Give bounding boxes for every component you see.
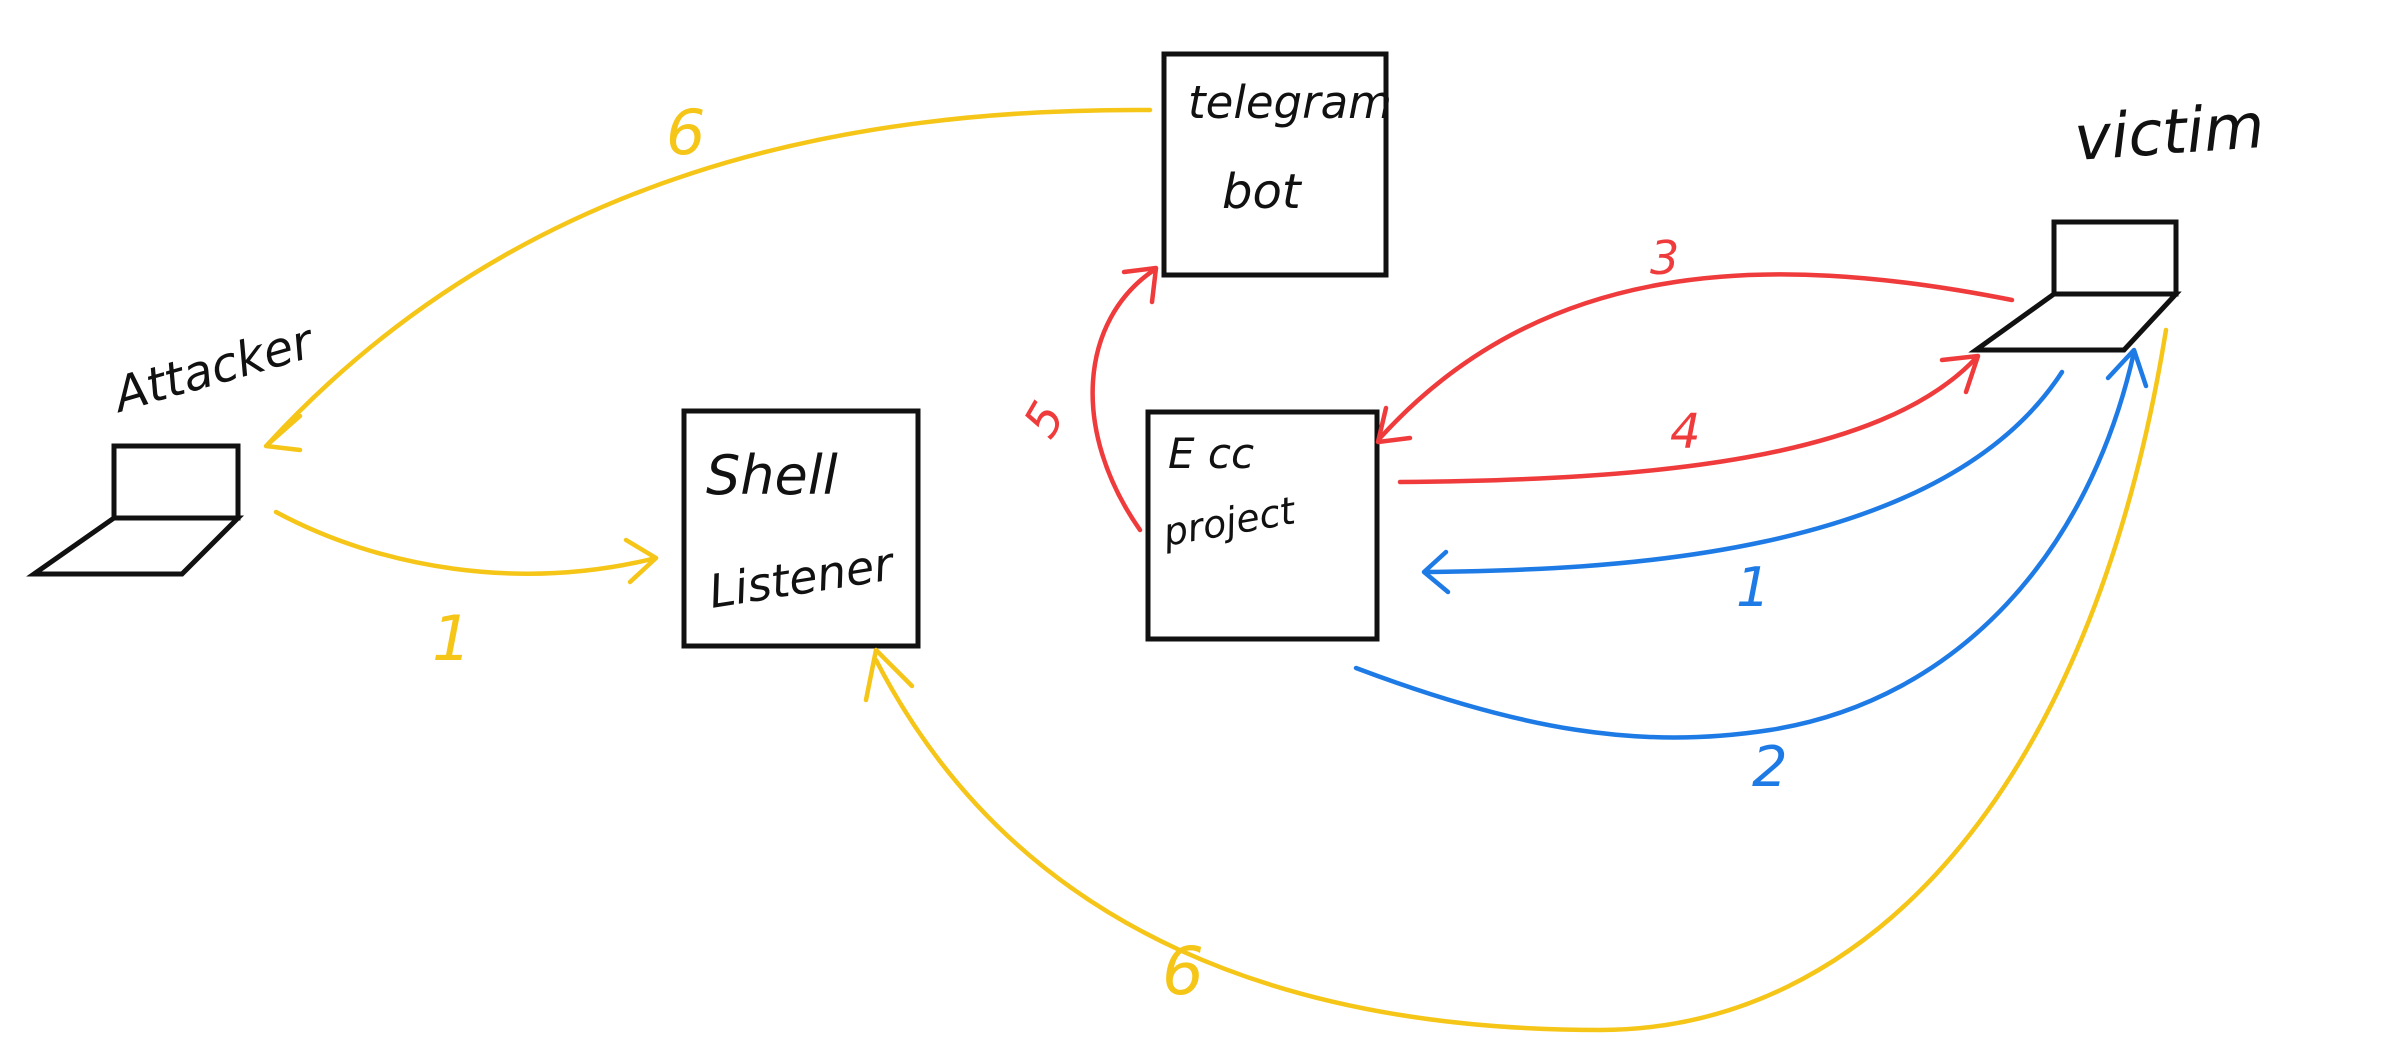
ecc-project-box <box>1145 409 1380 642</box>
edge-ecc-project-to-telegram-bot: 5 <box>1013 265 1159 533</box>
telegram-bot-node: telegram bot <box>1161 51 1392 278</box>
edge-arrow-line <box>873 327 2169 1033</box>
edge-arrow-line <box>1377 272 2015 441</box>
victim-label: victim <box>2072 89 2267 175</box>
edge-step-label: 2 <box>1752 735 1788 800</box>
edge-step-label: 6 <box>1162 933 1204 1010</box>
ecc-project-label-line1: E cc <box>1168 429 1254 478</box>
arrowhead-icon <box>263 413 303 453</box>
edge-arrow-line <box>273 509 659 576</box>
ecc-project-node: E cc project <box>1145 409 1380 642</box>
telegram-bot-label-line1: telegram <box>1188 76 1392 129</box>
edge-ecc-project-to-victim-red: 4 <box>1397 353 1981 485</box>
edge-step-label: 3 <box>1650 231 1679 285</box>
edge-arrow-line <box>265 107 1153 447</box>
victim-node: victim <box>1968 89 2267 353</box>
edge-ecc-project-to-victim-blue: 2 <box>1353 347 2149 800</box>
edge-step-label: 1 <box>1736 556 1770 619</box>
telegram-bot-box <box>1161 51 1389 278</box>
edge-arrow-line <box>1353 349 2137 740</box>
shell-listener-box <box>681 408 921 649</box>
edge-step-label: 4 <box>1670 404 1701 460</box>
edge-step-label: 6 <box>666 96 705 169</box>
edge-arrow-line <box>1090 267 1157 533</box>
edge-arrow-line <box>1423 369 2065 575</box>
arrowhead-icon <box>1939 353 1981 395</box>
telegram-bot-label-line2: bot <box>1222 164 1303 220</box>
arrowhead-icon <box>623 537 659 585</box>
edge-arrow-line <box>1397 355 1979 485</box>
arrowhead-icon <box>1121 265 1159 305</box>
edge-victim-to-shell-listener: 6 <box>863 327 2169 1033</box>
edge-victim-to-ecc-project: 3 <box>1375 231 2015 445</box>
edge-victim-to-ecc-project-blue: 1 <box>1421 369 2065 619</box>
edge-step-label: 1 <box>432 602 471 675</box>
arrowhead-icon <box>863 647 915 703</box>
attacker-node: Attacker <box>26 313 322 577</box>
edge-attacker-to-shell-listener: 1 <box>273 509 659 675</box>
arrowhead-icon <box>1421 549 1451 595</box>
edge-telegram-bot-to-attacker: 6 <box>263 96 1153 453</box>
edge-step-label: 5 <box>1013 393 1077 447</box>
victim-laptop-icon <box>1968 219 2182 353</box>
attacker-laptop-icon <box>26 443 245 577</box>
arrowhead-icon <box>2105 347 2149 389</box>
shell-listener-label-line1: Shell <box>706 444 838 507</box>
shell-listener-node: Shell Listener <box>681 408 921 649</box>
attacker-label: Attacker <box>105 313 322 425</box>
arrowhead-icon <box>1375 405 1413 445</box>
